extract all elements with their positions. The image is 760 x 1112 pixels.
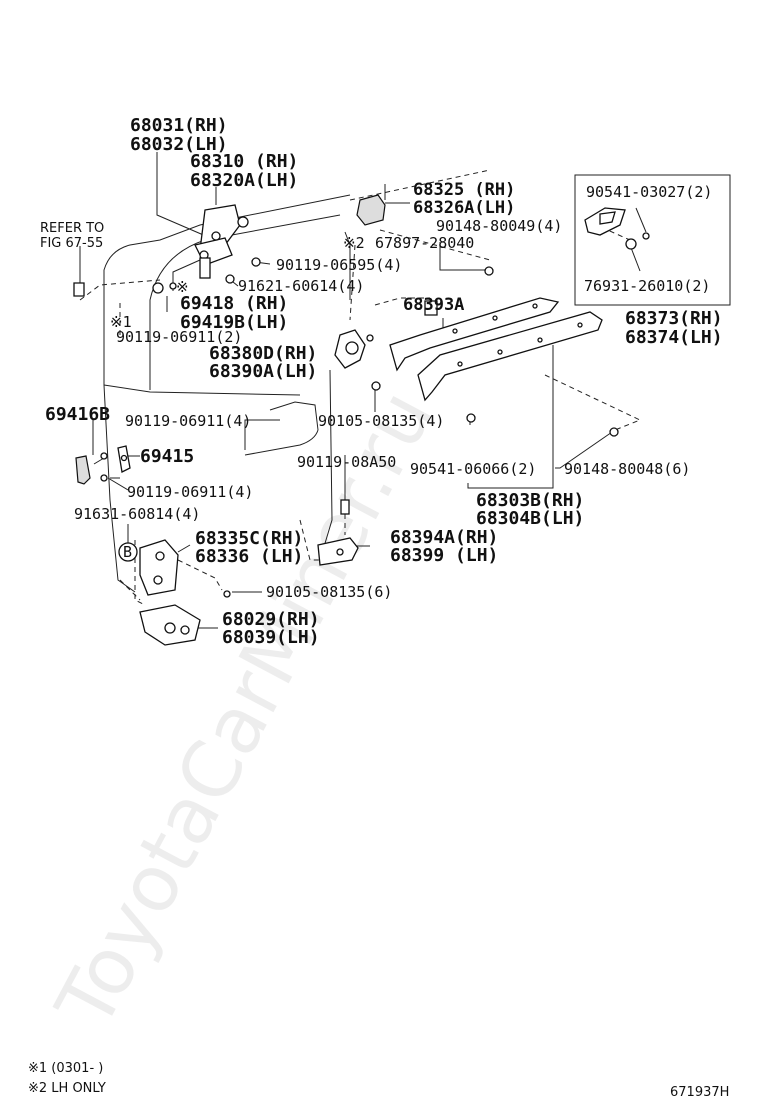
label-68390A: 68390A(LH) xyxy=(209,361,318,382)
mark-note-a: ※ xyxy=(176,278,189,296)
mark-note1: ※1 xyxy=(110,313,132,331)
part-90119-08A50-bolt xyxy=(340,499,350,515)
label-67897-28040: 67897-28040 xyxy=(375,234,475,252)
label-91631-60814: 91631-60814(4) xyxy=(74,505,201,523)
footnote-2: ※2 LH ONLY xyxy=(28,1081,106,1096)
label-68039: 68039(LH) xyxy=(222,627,320,648)
part-69415 xyxy=(117,445,131,473)
label-90148-80049: 90148-80049(4) xyxy=(436,217,563,235)
part-69416B xyxy=(75,455,91,485)
footnote-1: ※1 (0301- ) xyxy=(28,1061,104,1076)
label-68373: 68373(RH) xyxy=(625,308,723,329)
label-68394A: 68394A(RH) xyxy=(390,527,499,548)
label-69416B: 69416B xyxy=(45,404,111,425)
diagram-id: 671937H xyxy=(670,1085,730,1100)
label-68374: 68374(LH) xyxy=(625,327,723,348)
refer-line2: FIG 67-55 xyxy=(40,236,104,251)
label-68303B: 68303B(RH) xyxy=(476,490,585,511)
label-68399: 68399 (LH) xyxy=(390,545,499,566)
label-90119-06595: 90119-06595(4) xyxy=(276,256,403,274)
part-68394A-roller xyxy=(317,537,359,566)
label-90119-08A50: 90119-08A50 xyxy=(297,453,397,471)
part-68335C-hinge xyxy=(118,539,179,596)
label-90105-08135-6: 90105-08135(6) xyxy=(266,583,393,601)
label-90119-06911-4a: 90119-06911(4) xyxy=(125,412,252,430)
label-68304B: 68304B(LH) xyxy=(476,508,585,529)
part-upper-hinge xyxy=(194,204,249,279)
mark-note2: ※2 xyxy=(343,234,365,252)
part-center-roller xyxy=(334,329,374,369)
label-68393A: 68393A xyxy=(403,295,465,315)
part-68303B-rail xyxy=(417,311,603,402)
label-68032: 68032(LH) xyxy=(130,134,228,155)
part-68373-bracket xyxy=(574,174,731,306)
label-69419B: 69419B(LH) xyxy=(180,312,289,333)
part-68029-hinge xyxy=(139,604,201,646)
label-68335C: 68335C(RH) xyxy=(195,528,304,549)
label-90541-03027: 90541-03027(2) xyxy=(586,183,713,201)
label-90105-08135-4: 90105-08135(4) xyxy=(318,412,445,430)
label-90148-80048: 90148-80048(6) xyxy=(564,460,691,478)
label-90541-06066: 90541-06066(2) xyxy=(410,460,537,478)
label-91621-60614: 91621-60614(4) xyxy=(238,277,365,295)
refer-line1: REFER TO xyxy=(40,221,105,236)
part-fasteners xyxy=(73,232,650,598)
label-68380D: 68380D(RH) xyxy=(209,343,318,364)
label-68336: 68336 (LH) xyxy=(195,546,304,567)
part-67897-clip xyxy=(424,300,438,316)
label-90119-06911-2: 90119-06911(2) xyxy=(116,328,243,346)
part-68393A-rail xyxy=(389,297,560,372)
label-68031: 68031(RH) xyxy=(130,115,228,136)
label-90119-06911-4b: 90119-06911(4) xyxy=(127,483,254,501)
part-68325-bracket xyxy=(356,194,386,226)
label-68325: 68325 (RH) xyxy=(413,180,516,200)
label-76931-26010: 76931-26010(2) xyxy=(584,277,711,295)
label-69415: 69415 xyxy=(140,446,195,467)
label-68326A: 68326A(LH) xyxy=(413,198,516,218)
label-68320A: 68320A(LH) xyxy=(190,170,299,191)
label-68310: 68310 (RH) xyxy=(190,151,299,172)
guide-lines xyxy=(79,169,642,606)
door-outline xyxy=(103,194,351,593)
label-68029: 68029(RH) xyxy=(222,609,320,630)
label-69418: 69418 (RH) xyxy=(180,293,289,314)
circle-b-mark: B xyxy=(123,543,133,561)
